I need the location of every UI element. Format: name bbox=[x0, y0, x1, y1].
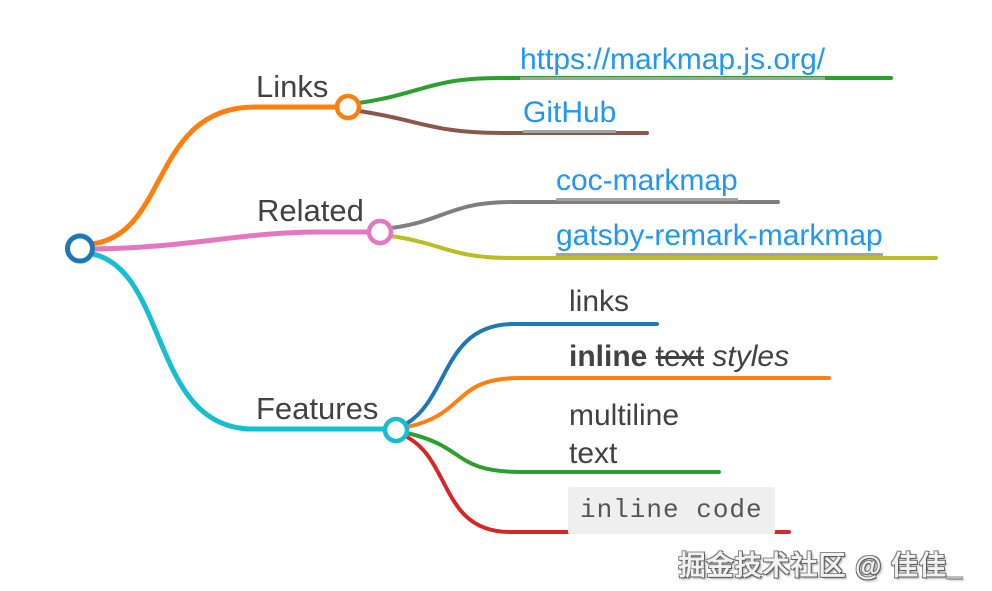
related-node-circle[interactable] bbox=[366, 218, 394, 246]
inline-strike-text: text bbox=[655, 340, 705, 373]
node-coc-markmap: coc-markmap bbox=[556, 165, 738, 201]
node-markmap-url: https://markmap.js.org/ bbox=[520, 44, 826, 80]
branch-line-related bbox=[89, 229, 372, 252]
branch-line-features bbox=[85, 250, 388, 432]
branch-line-github bbox=[357, 109, 649, 135]
features-node-circle[interactable] bbox=[382, 416, 410, 444]
multiline-line1: multiline bbox=[569, 399, 680, 432]
node-gatsby-remark-markmap: gatsby-remark-markmap bbox=[556, 220, 883, 256]
branch-line-feat-multiline bbox=[405, 431, 721, 474]
node-label-inline-text-styles: inline text styles bbox=[569, 341, 789, 373]
branch-line-links bbox=[88, 104, 340, 247]
root-node-circle[interactable] bbox=[65, 233, 95, 264]
branch-line-gatsby bbox=[389, 234, 938, 260]
branch-line-feat-inline-styles bbox=[405, 376, 831, 429]
watermark-text: 掘金技术社区 @ 佳佳_ bbox=[678, 551, 963, 581]
inline-italic-text: styles bbox=[712, 340, 790, 373]
inline-bold-text: inline bbox=[569, 340, 648, 373]
links-node-circle[interactable] bbox=[334, 93, 362, 121]
multiline-line2: text bbox=[569, 437, 618, 470]
branch-line-coc-markmap bbox=[389, 200, 780, 230]
node-label-inline-code: inline code bbox=[568, 487, 775, 534]
gatsby-remark-markmap-link[interactable]: gatsby-remark-markmap bbox=[556, 220, 883, 256]
node-label-links: Links bbox=[256, 69, 329, 104]
coc-markmap-link[interactable]: coc-markmap bbox=[556, 165, 738, 201]
branch-line-feat-inline-code bbox=[403, 434, 791, 534]
node-github: GitHub bbox=[523, 97, 617, 133]
branch-line-feat-links bbox=[404, 322, 659, 426]
markmap-url-link[interactable]: https://markmap.js.org/ bbox=[520, 44, 826, 80]
branch-line-url bbox=[357, 76, 893, 105]
github-link[interactable]: GitHub bbox=[523, 97, 617, 133]
node-label-multiline-text: multiline text bbox=[569, 397, 679, 473]
node-label-features: Features bbox=[256, 391, 379, 426]
node-label-feat-links: links bbox=[569, 285, 630, 318]
node-label-related: Related bbox=[257, 193, 364, 228]
